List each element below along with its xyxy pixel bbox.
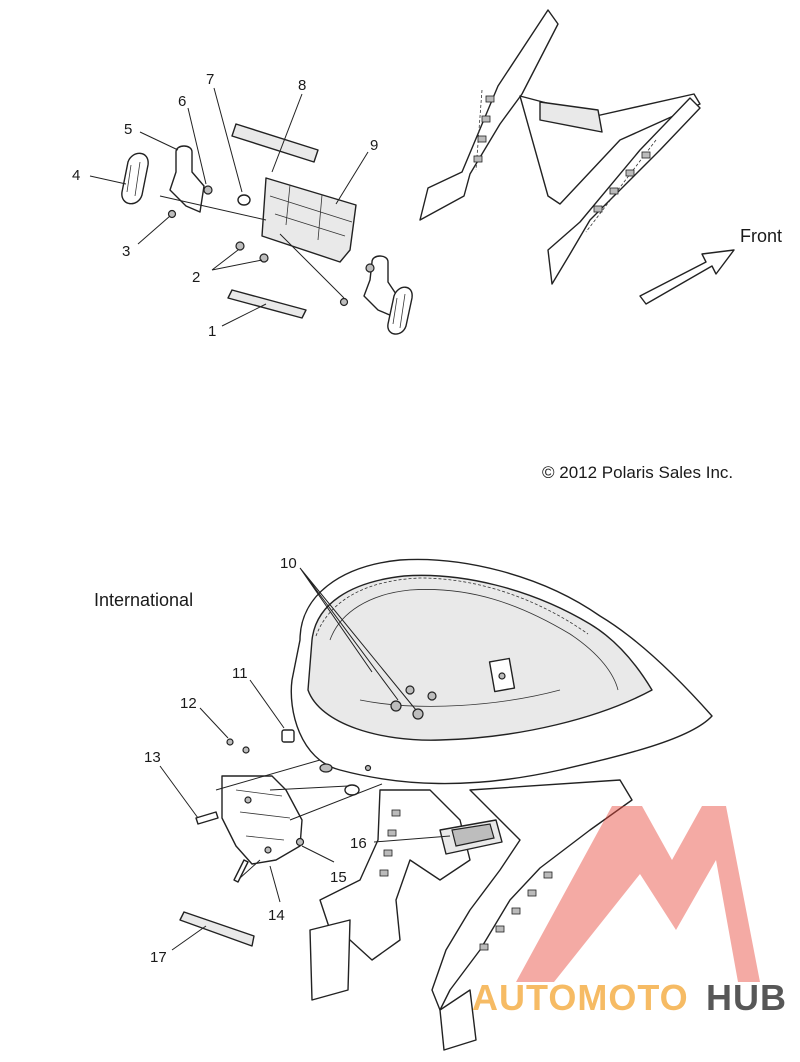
part-3-screw	[167, 209, 177, 219]
callout-1: 1	[208, 323, 216, 340]
upper-assembly	[89, 9, 735, 335]
part-2-fastener-a	[235, 241, 245, 251]
callout-5: 5	[124, 121, 132, 138]
part-17-trim	[179, 911, 255, 947]
part-5-bracket-left	[169, 145, 205, 213]
callout-15: 15	[330, 869, 347, 886]
callout-17: 17	[150, 949, 167, 966]
callout-13: 13	[144, 749, 161, 766]
copyright-text: © 2012 Polaris Sales Inc.	[542, 463, 733, 482]
part-13-bolt	[195, 811, 219, 825]
part-2-fastener-b	[259, 253, 269, 263]
callout-7: 7	[206, 71, 214, 88]
part-9-plate	[261, 177, 357, 263]
screw-right	[339, 297, 349, 307]
hood-left-rail	[419, 9, 559, 221]
callout-numbers: 1 2 3 4 5 6 7 8 9 10 11 12 13 14 15 16 1…	[72, 71, 378, 966]
part-8-strip	[231, 123, 319, 163]
nut-right	[365, 263, 375, 273]
part-1-trim	[227, 289, 307, 319]
callout-2: 2	[192, 269, 200, 286]
part-15-nut	[295, 837, 305, 847]
callout-6: 6	[178, 93, 186, 110]
hood-upper	[419, 9, 701, 285]
logo-text-automoto: AUTOMOTO	[472, 977, 689, 1018]
callout-4: 4	[72, 167, 80, 184]
part-7-cap	[237, 194, 251, 206]
callout-12: 12	[180, 695, 197, 712]
callout-11: 11	[232, 665, 248, 682]
part-16-lens	[451, 823, 495, 847]
international-label: International	[94, 590, 193, 610]
callout-14: 14	[268, 907, 285, 924]
lower-assembly	[159, 558, 713, 1051]
part-4-lens-left	[121, 152, 149, 205]
callout-8: 8	[298, 77, 306, 94]
callout-9: 9	[370, 137, 378, 154]
logo-mark-icon	[516, 806, 760, 982]
part-10-bosses	[390, 685, 437, 720]
lower-cowl-right	[431, 779, 633, 1011]
logo-text-hub: HUB	[706, 977, 787, 1018]
part-14-bracket	[221, 775, 303, 865]
front-arrow	[639, 249, 735, 305]
callout-16: 16	[350, 835, 367, 852]
automotohub-logo: AUTOMOTO HUB	[472, 806, 787, 1018]
part-12-screw	[226, 738, 234, 746]
part-11-pad	[281, 729, 295, 743]
callout-10: 10	[280, 555, 297, 572]
part-lens-right	[387, 286, 413, 335]
part-6-nut	[203, 185, 213, 195]
front-label: Front	[740, 226, 782, 246]
callout-3: 3	[122, 243, 130, 260]
hood-right-rail	[547, 97, 701, 285]
